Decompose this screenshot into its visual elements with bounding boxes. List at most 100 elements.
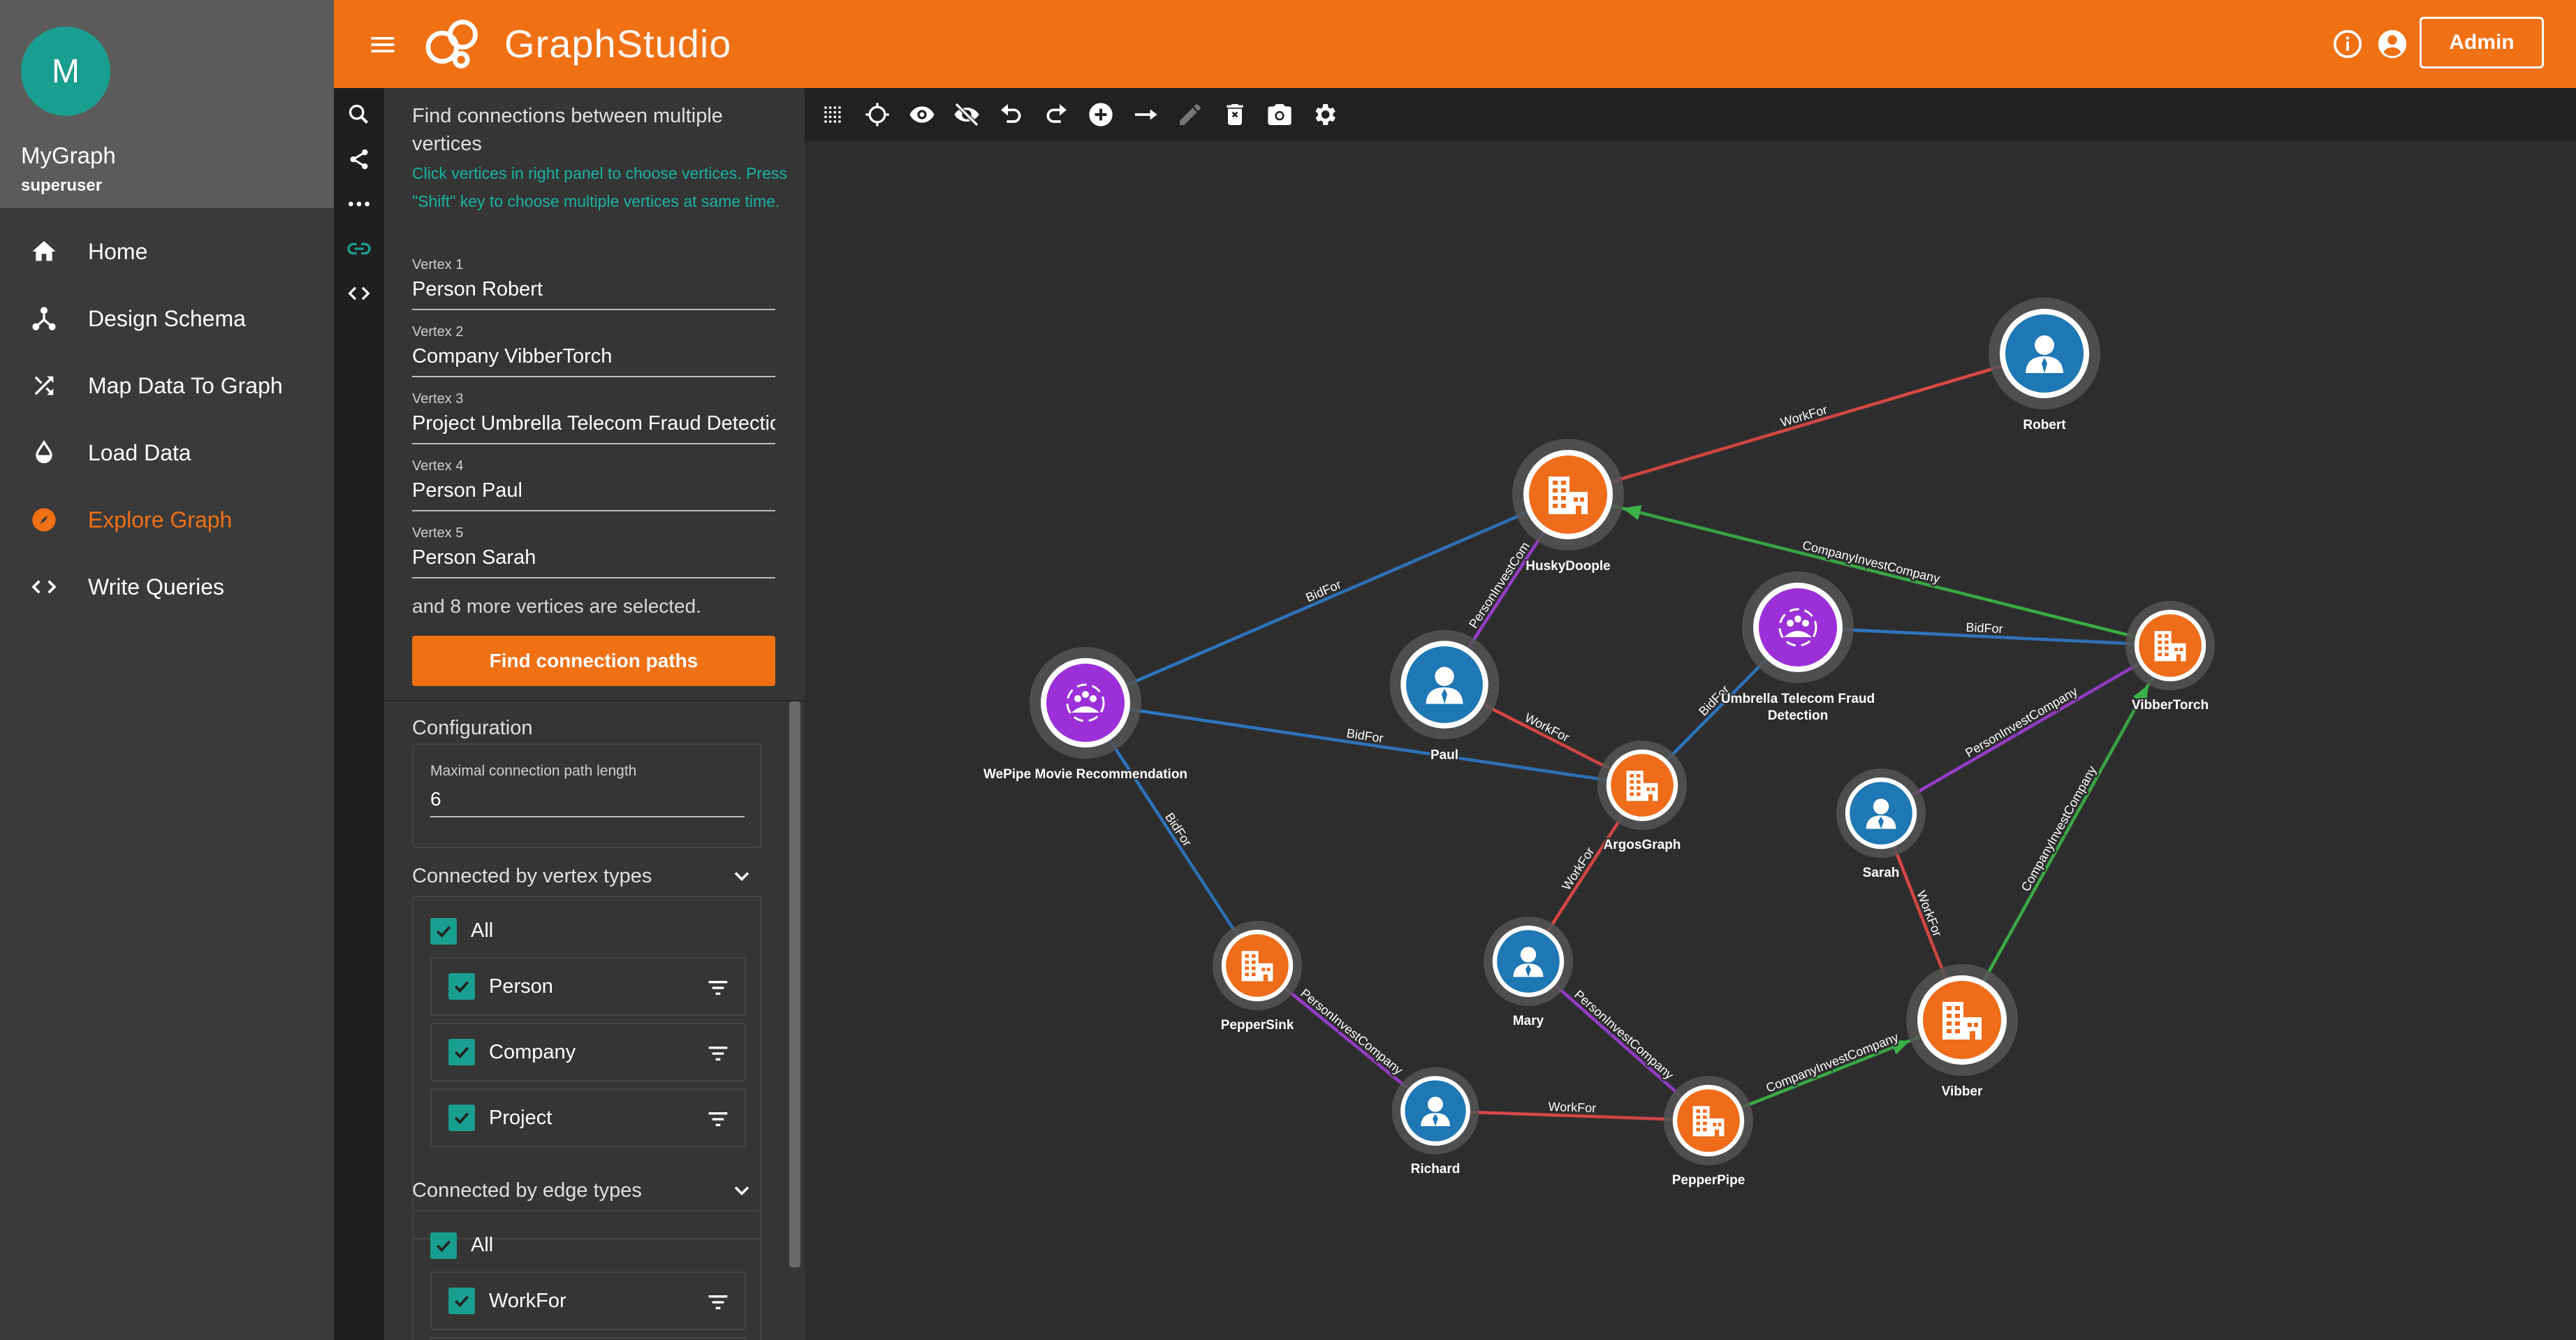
field-underline: [412, 443, 775, 444]
graph-edge[interactable]: PersonInvestCompany: [1880, 643, 2172, 815]
edit-pencil-icon[interactable]: [1176, 101, 1204, 129]
vertex-type-row[interactable]: Project: [430, 1088, 746, 1147]
edge-type-row[interactable]: [430, 1337, 746, 1340]
graph-edge[interactable]: CompanyInvestCompany: [1567, 493, 2171, 648]
graph-node-argos[interactable]: ArgosGraph: [1597, 741, 1687, 854]
vertex-type-row[interactable]: Company: [430, 1023, 746, 1082]
settings-gear-icon[interactable]: [1310, 101, 1338, 129]
admin-button[interactable]: Admin: [2420, 17, 2544, 68]
graph-node-paul[interactable]: Paul: [1389, 629, 1500, 764]
graph-node-wepipe[interactable]: WePipe Movie Recommendation: [982, 647, 1189, 783]
chevron-down-icon[interactable]: [729, 864, 754, 889]
graph-edge[interactable]: WorkFor: [1567, 351, 2045, 497]
graph-node-robert[interactable]: Robert: [1989, 298, 2100, 434]
vertex-type-row[interactable]: Person: [430, 957, 746, 1016]
graph-edge[interactable]: BidFor: [1797, 618, 2171, 648]
vertex-field-5[interactable]: Vertex 5 Person Sarah: [412, 518, 775, 581]
check-icon: [436, 926, 451, 938]
chevron-down-icon[interactable]: [729, 1178, 754, 1203]
vertex-type-checkbox[interactable]: [448, 1039, 475, 1065]
path-length-input[interactable]: 6: [430, 788, 441, 810]
delete-icon[interactable]: [1221, 101, 1249, 129]
vertex-label: Vertex 4: [412, 458, 464, 474]
nav-label: Load Data: [88, 439, 191, 465]
node-label: WePipe Movie Recommendation: [983, 767, 1187, 782]
graph-node-vtorch[interactable]: VibberTorch: [2125, 601, 2215, 714]
edge-type-row[interactable]: WorkFor: [430, 1272, 746, 1330]
vertex-field-4[interactable]: Vertex 4 Person Paul: [412, 451, 775, 514]
link-icon[interactable]: [345, 235, 373, 263]
search-icon[interactable]: [345, 101, 373, 129]
vertex-field-2[interactable]: Vertex 2 Company VibberTorch: [412, 317, 775, 380]
graph-edge[interactable]: WorkFor: [1435, 1098, 1709, 1123]
more-dots-icon[interactable]: [345, 190, 373, 218]
nav-item-design-schema[interactable]: Design Schema: [0, 285, 334, 352]
filter-icon[interactable]: [704, 1040, 732, 1068]
nav-item-explore-graph[interactable]: Explore Graph: [0, 486, 334, 553]
edge-label: CompanyInvestCompany: [2019, 764, 2100, 894]
filter-icon[interactable]: [704, 1288, 732, 1316]
vertex-type-checkbox[interactable]: [448, 1105, 475, 1131]
find-connection-paths-button[interactable]: Find connection paths: [412, 636, 775, 686]
nav-item-write-queries[interactable]: Write Queries: [0, 553, 334, 620]
vertex-field-3[interactable]: Vertex 3 Project Umbrella Telecom Fraud …: [412, 384, 775, 447]
add-vertex-icon[interactable]: [1087, 101, 1115, 129]
redo-icon[interactable]: [1042, 101, 1070, 129]
vertex-field-1[interactable]: Vertex 1 Person Robert: [412, 250, 775, 313]
home-icon: [28, 235, 60, 268]
info-icon[interactable]: [2332, 28, 2364, 60]
graph-node-husky[interactable]: HuskyDoople: [1512, 439, 1624, 575]
graph-node-richard[interactable]: Richard: [1391, 1067, 1479, 1178]
eye-off-icon[interactable]: [953, 101, 981, 129]
field-underline: [412, 376, 775, 377]
filter-icon[interactable]: [704, 974, 732, 1002]
vertex-value: Person Sarah: [412, 546, 536, 569]
vertex-label: Vertex 3: [412, 391, 464, 407]
vertex-types-all-checkbox[interactable]: [430, 918, 457, 945]
panel-divider: [384, 700, 805, 701]
company-icon: [1942, 1002, 1982, 1040]
locate-icon[interactable]: [863, 101, 891, 129]
node-label: Sarah: [1863, 866, 1900, 880]
node-label: Vibber: [1942, 1084, 1983, 1099]
account-circle-icon[interactable]: [2376, 28, 2408, 60]
eye-icon[interactable]: [908, 101, 936, 129]
vertex-type-label: Company: [489, 1041, 576, 1063]
tool-column: [334, 88, 384, 1340]
panel-scrollbar[interactable]: [789, 701, 800, 1267]
edge-types-title: Connected by edge types: [412, 1179, 642, 1202]
edge-types-all-checkbox[interactable]: [430, 1232, 457, 1259]
nav-item-home[interactable]: Home: [0, 218, 334, 285]
graph-node-sarah[interactable]: Sarah: [1836, 769, 1926, 882]
graph-name: MyGraph: [21, 143, 116, 168]
select-grid-icon[interactable]: [819, 101, 847, 129]
graph-node-peppersink[interactable]: PepperSink: [1213, 921, 1302, 1034]
avatar[interactable]: M: [21, 27, 110, 116]
user-role: superuser: [21, 176, 103, 195]
graph-node-vibber[interactable]: Vibber: [1906, 964, 2018, 1100]
code-icon[interactable]: [345, 279, 373, 307]
check-icon: [436, 1240, 451, 1252]
filter-icon[interactable]: [704, 1105, 732, 1133]
edge-label: PersonInvestCom: [1466, 539, 1532, 631]
graph-node-pepperpipe[interactable]: PepperPipe: [1664, 1076, 1753, 1189]
nav-item-load-data[interactable]: Load Data: [0, 419, 334, 486]
node-label: HuskyDoople: [1525, 559, 1610, 574]
graph-edge[interactable]: BidFor: [1085, 701, 1643, 787]
share-icon[interactable]: [345, 145, 373, 173]
add-edge-icon[interactable]: [1132, 101, 1159, 129]
node-label: Detection: [1768, 708, 1829, 723]
undo-icon[interactable]: [997, 101, 1025, 129]
vertex-value: Person Robert: [412, 278, 543, 300]
graph-node-mary[interactable]: Mary: [1484, 917, 1573, 1030]
check-icon: [454, 981, 469, 993]
company-icon: [1692, 1106, 1725, 1137]
hamburger-menu-icon[interactable]: [367, 29, 398, 60]
edge-type-checkbox[interactable]: [448, 1288, 475, 1314]
vertex-type-checkbox[interactable]: [448, 973, 475, 1000]
field-underline: [412, 309, 775, 310]
nav-item-map-data[interactable]: Map Data To Graph: [0, 352, 334, 419]
camera-icon[interactable]: [1266, 101, 1294, 129]
